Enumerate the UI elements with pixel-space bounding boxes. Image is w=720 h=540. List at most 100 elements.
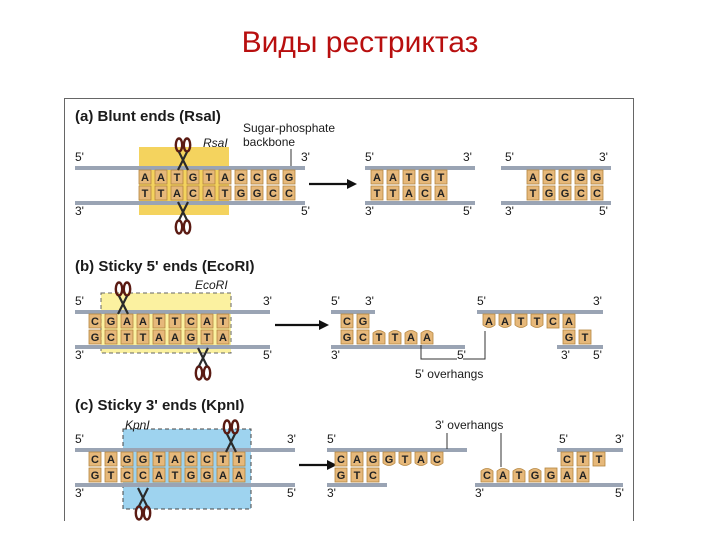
base-letter: G xyxy=(421,172,430,184)
scissors-handle xyxy=(122,281,132,297)
arrow-head xyxy=(319,320,329,330)
base-letter: C xyxy=(187,316,195,328)
base-tile-shape xyxy=(576,451,590,467)
base-tile-shape xyxy=(152,451,166,467)
base-tile-shape xyxy=(574,169,588,185)
backbone-label: backbone xyxy=(243,135,295,149)
base-letter: T xyxy=(108,470,115,482)
base-letter: G xyxy=(91,332,100,344)
scissors-blade xyxy=(225,433,236,453)
base-letter: A xyxy=(107,454,115,466)
base-tile: A xyxy=(562,313,576,329)
base-tile-shape xyxy=(402,169,416,185)
end-label-5: 5' xyxy=(505,150,514,164)
base-tile: C xyxy=(560,451,574,467)
backbone-bar xyxy=(75,201,305,205)
end-label-5: 5' xyxy=(263,348,272,362)
end-label-3: 3' xyxy=(327,486,336,500)
enzyme-label: RsaI xyxy=(203,136,228,150)
base-tile-shape xyxy=(370,185,384,201)
base-letter: A xyxy=(501,316,509,328)
base-tile-shape xyxy=(266,169,280,185)
base-tile: T xyxy=(168,313,182,329)
base-tile: T xyxy=(398,451,412,466)
base-letter: C xyxy=(285,188,293,200)
base-tile: A xyxy=(216,329,230,345)
base-tile-shape xyxy=(216,313,230,329)
base-tile: A xyxy=(168,329,182,345)
base-tile-shape xyxy=(480,468,494,483)
base-tile: C xyxy=(120,467,134,483)
base-tile: T xyxy=(168,467,182,483)
base-tile-shape xyxy=(216,467,230,483)
base-tile: G xyxy=(250,185,264,201)
scissors-handle xyxy=(182,137,192,153)
base-tile-shape xyxy=(482,313,496,328)
backbone-bar xyxy=(331,310,375,314)
base-tile-shape xyxy=(186,185,200,201)
base-tile-shape xyxy=(366,451,380,467)
base-tile: T xyxy=(216,451,230,467)
base-letter: G xyxy=(545,188,554,200)
base-tile-shape xyxy=(152,467,166,483)
base-tile-shape xyxy=(202,169,216,185)
base-tile-shape xyxy=(402,185,416,201)
base-tile-shape xyxy=(366,467,380,483)
arrow-head xyxy=(327,460,337,470)
base-tile-shape xyxy=(120,467,134,483)
base-tile: C xyxy=(88,313,102,329)
base-tile: T xyxy=(350,467,364,483)
base-tile: A xyxy=(420,330,434,345)
base-letter: T xyxy=(222,188,229,200)
base-tile: A xyxy=(386,169,400,185)
end-label-5: 5' xyxy=(327,432,336,446)
base-tile-shape xyxy=(154,185,168,201)
base-letter: A xyxy=(423,332,431,344)
base-tile: G xyxy=(88,467,102,483)
backbone-bar xyxy=(365,166,475,170)
scissors-icon xyxy=(174,137,192,171)
base-letter: G xyxy=(123,454,132,466)
base-letter: C xyxy=(189,188,197,200)
base-letter: C xyxy=(91,454,99,466)
base-tile-shape xyxy=(218,185,232,201)
base-tile: T xyxy=(138,185,152,201)
base-tile: A xyxy=(434,185,448,201)
base-letter: A xyxy=(373,172,381,184)
base-tile-shape xyxy=(340,313,354,329)
base-letter: A xyxy=(155,332,163,344)
end-label-5: 5' xyxy=(477,294,486,308)
end-label-5: 5' xyxy=(75,294,84,308)
base-tile-shape xyxy=(546,313,560,329)
base-tile: A xyxy=(152,467,166,483)
base-letter: C xyxy=(203,454,211,466)
base-tile: A xyxy=(232,467,246,483)
backbone-bar xyxy=(327,448,467,452)
base-tile: A xyxy=(200,313,214,329)
base-tile-shape xyxy=(558,169,572,185)
base-letter: T xyxy=(354,470,361,482)
base-tile-shape xyxy=(398,451,412,466)
base-letter: C xyxy=(343,316,351,328)
base-tile-shape xyxy=(250,169,264,185)
end-label-5: 5' xyxy=(75,432,84,446)
base-tile-shape xyxy=(542,169,556,185)
base-tile: T xyxy=(526,185,540,201)
base-tile: A xyxy=(154,169,168,185)
base-tile: C xyxy=(136,467,150,483)
base-tile: G xyxy=(88,329,102,345)
base-letter: G xyxy=(561,188,570,200)
base-tile: A xyxy=(402,185,416,201)
base-tile-shape xyxy=(138,185,152,201)
scissors-handle xyxy=(182,219,192,235)
base-tile-shape xyxy=(104,329,118,345)
end-label-5: 5' xyxy=(457,348,466,362)
end-label-3: 3' xyxy=(365,204,374,218)
base-letter: T xyxy=(140,332,147,344)
base-tile: A xyxy=(498,313,512,328)
base-tile-shape xyxy=(430,451,444,466)
base-tile-shape xyxy=(418,169,432,185)
base-tile: T xyxy=(388,330,402,345)
base-tile: C xyxy=(574,185,588,201)
base-tile: A xyxy=(104,451,118,467)
